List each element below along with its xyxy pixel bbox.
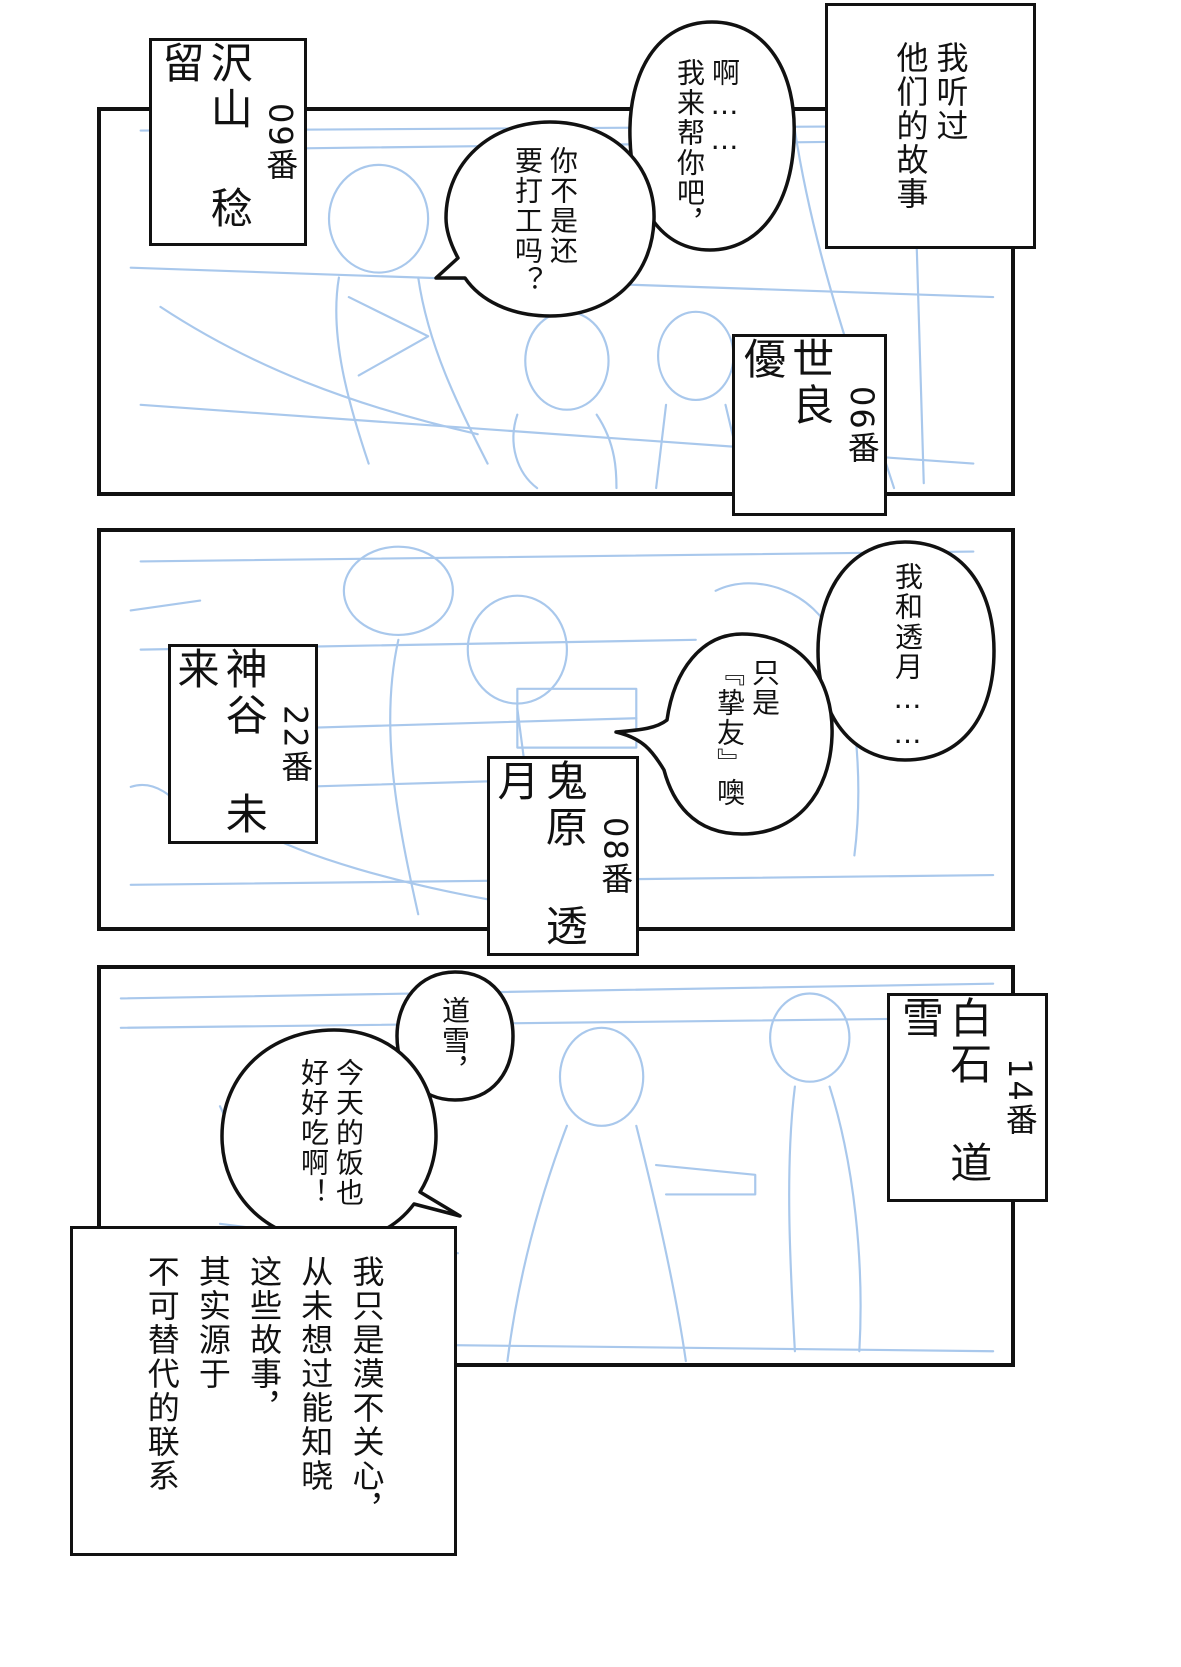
character-name-sera: 世良 優 [737,337,835,429]
speech-text-part-time-job: 你不是还 要打工吗？ [511,146,579,296]
character-label-kihara: 鬼原 透月 08番 [487,756,639,956]
character-name-shiraishi: 白石 道雪 [895,996,993,1187]
character-name-sawayama: 沢山 稔留 [156,41,254,232]
character-label-sawayama: 沢山 稔留 09番 [149,38,307,246]
speech-text-toutsuki-and-me: 我和透月…… [891,562,924,752]
narration-box-heard-stories: 我听过 他们的故事 [825,3,1036,249]
speech-text-dosetsu: 道雪， [438,996,471,1086]
speech-bubble-part-time-job: 你不是还 要打工吗？ [430,118,660,320]
narration-box-indifferent: 我只是漠不关心， 从未想过能知晓 这些故事， 其实源于 不可替代的联系 [70,1226,457,1556]
character-name-kamiya: 神谷 未来 [171,647,269,838]
character-label-sera: 世良 優 06番 [732,334,887,516]
speech-text-best-friend: 只是 『挚友』噢 [713,658,781,808]
character-number-kihara: 08番 [596,816,635,896]
speech-bubble-toutsuki-and-me: 我和透月…… [812,538,998,764]
character-number-sawayama: 09番 [261,102,300,182]
speech-text-ah-help: 啊…… 我来帮你吧， [673,58,741,238]
narration-text-heard-stories: 我听过 他们的故事 [891,41,970,211]
speech-bubble-best-friend: 只是 『挚友』噢 [612,630,838,838]
character-name-kihara: 鬼原 透月 [491,759,589,950]
character-number-kamiya: 22番 [276,704,315,784]
character-number-sera: 06番 [842,385,881,465]
speech-bubble-dosetsu: 道雪， [393,968,517,1104]
speech-bubble-ah-help: 啊…… 我来帮你吧， [622,18,802,254]
character-label-kamiya: 神谷 未来 22番 [168,644,318,844]
speech-text-delicious-food: 今天的饭也 好好吃啊！ [297,1058,365,1208]
character-number-shiraishi: 14番 [1000,1058,1039,1137]
character-label-shiraishi: 白石 道雪 14番 [887,993,1048,1202]
narration-text-indifferent: 我只是漠不关心， 从未想过能知晓 这些故事， 其实源于 不可替代的联系 [142,1255,386,1527]
speech-bubble-delicious-food: 今天的饭也 好好吃啊！ [214,1026,464,1246]
